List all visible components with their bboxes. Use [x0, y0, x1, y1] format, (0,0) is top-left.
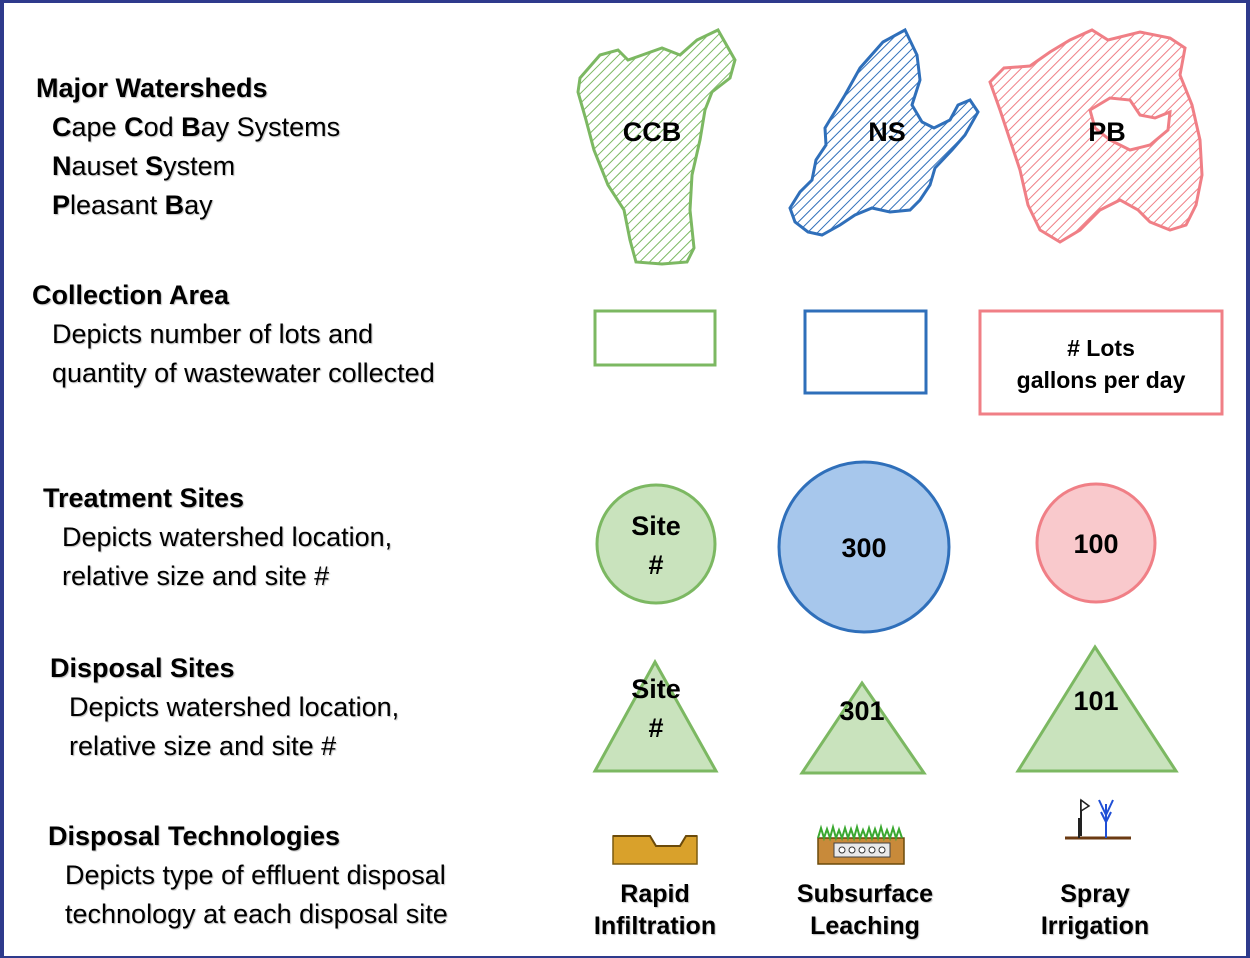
treatment-desc-2: relative size and site # — [62, 561, 330, 591]
treatment-heading: Treatment Sites — [43, 483, 245, 513]
disposal-triangle-pb — [1015, 644, 1179, 773]
treatment-circle-ns-label: 300 — [841, 533, 886, 563]
watershed-line-ns: Nauset System — [52, 151, 236, 181]
collection-box-ns — [803, 309, 928, 395]
collection-desc-2: quantity of wastewater collected — [52, 358, 435, 388]
tech-caption-subsurface-2: Leaching — [810, 912, 920, 940]
disposal-heading: Disposal Sites — [50, 653, 235, 683]
disposal-triangle-ns-label: 301 — [839, 696, 884, 726]
treatment-circle-ccb-line2: # — [648, 550, 663, 580]
watersheds-heading: Major Watersheds — [36, 73, 268, 103]
tech-caption-subsurface-1: Subsurface — [796, 880, 934, 908]
treatment-desc-1: Depicts watershed location, — [62, 522, 393, 552]
collection-box-pb-text: # Lots gallons per day — [980, 332, 1222, 396]
technologies-desc-1: Depicts type of effluent disposal — [65, 860, 446, 890]
collection-desc-1: Depicts number of lots and — [52, 319, 374, 349]
collection-box-pb — [978, 309, 1224, 416]
tech-caption-spray-1: Spray — [1060, 880, 1130, 908]
subsurface-leaching-icon — [817, 823, 905, 865]
collection-box-gallons: gallons per day — [1016, 367, 1186, 393]
tech-caption-subsurface: Subsurface Leaching — [780, 878, 950, 942]
disposal-triangle-pb-label: 101 — [1073, 686, 1118, 716]
treatment-circle-pb — [1035, 482, 1157, 604]
rapid-infiltration-icon — [612, 835, 698, 865]
pb-label: PB — [1088, 117, 1126, 147]
collection-box-ccb — [593, 309, 717, 367]
ns-watershed-shape — [788, 27, 980, 237]
tech-caption-rapid-2: Infiltration — [593, 912, 717, 940]
watershed-line-ccb: Cape Cod Bay Systems — [52, 112, 341, 142]
ns-label: NS — [868, 117, 906, 147]
disposal-triangle-ccb — [592, 658, 719, 773]
tech-caption-spray: Spray Irrigation — [1020, 878, 1170, 942]
disposal-triangle-ccb-line1: Site — [631, 674, 681, 704]
technologies-desc-2: technology at each disposal site — [65, 899, 448, 929]
collection-box-lots: # Lots — [1067, 335, 1135, 361]
disposal-desc-2: relative size and site # — [69, 731, 337, 761]
treatment-circle-ccb-line1: Site — [631, 511, 681, 541]
ccb-label: CCB — [623, 117, 682, 147]
treatment-circle-ccb — [595, 483, 717, 605]
watershed-line-pb: Pleasant Bay — [52, 190, 213, 220]
disposal-desc-1: Depicts watershed location, — [69, 692, 400, 722]
treatment-circle-ns — [777, 460, 951, 634]
tech-caption-spray-2: Irrigation — [1040, 912, 1150, 940]
collection-heading: Collection Area — [32, 280, 230, 310]
disposal-triangle-ccb-line2: # — [648, 713, 663, 743]
ccb-watershed-shape — [576, 28, 737, 266]
treatment-circle-pb-label: 100 — [1073, 529, 1118, 559]
tech-caption-rapid-1: Rapid — [620, 880, 690, 908]
technologies-heading: Disposal Technologies — [48, 821, 341, 851]
spray-irrigation-icon — [1065, 798, 1131, 840]
tech-caption-rapid: Rapid Infiltration — [575, 878, 735, 942]
pb-watershed-shape — [988, 28, 1204, 244]
disposal-triangle-ns — [799, 680, 927, 775]
